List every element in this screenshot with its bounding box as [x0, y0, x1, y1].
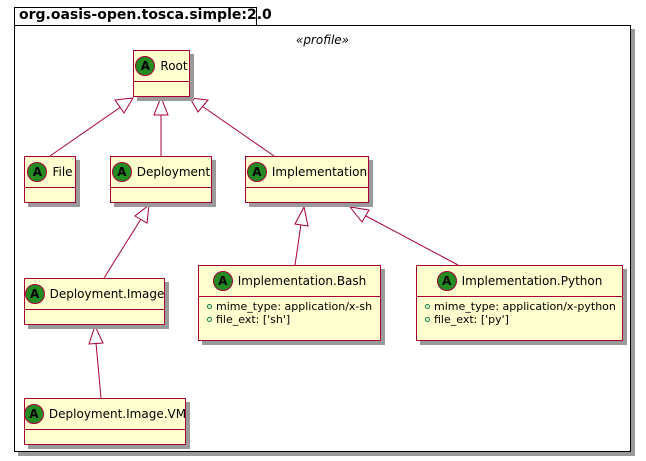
package-shadow	[18, 452, 635, 456]
edge-dvm-dimage	[95, 342, 102, 399]
public-attribute-icon	[207, 317, 212, 322]
class-separator	[25, 188, 75, 196]
package-stereotype: «profile»	[295, 33, 350, 47]
class-header: A Implementation	[246, 157, 368, 188]
class-implementation-bash[interactable]: A Implementation.Bash mime_type: applica…	[198, 265, 381, 341]
abstract-class-badge-icon: A	[23, 404, 44, 424]
abstract-class-badge-icon: A	[135, 56, 156, 76]
public-attribute-icon	[207, 304, 212, 309]
class-header: A Deployment.Image	[24, 279, 165, 310]
abstract-class-badge-icon: A	[24, 284, 45, 304]
package-frame	[14, 25, 631, 452]
class-name: Implementation.Bash	[237, 274, 367, 288]
class-name: Root	[160, 59, 188, 73]
package-tab	[14, 7, 257, 25]
class-header: A Root	[134, 51, 189, 82]
class-implementation[interactable]: A Implementation	[245, 156, 369, 203]
class-name: Deployment	[136, 165, 211, 179]
class-separator	[246, 188, 368, 196]
class-name: File	[52, 165, 73, 179]
public-attribute-icon	[425, 317, 430, 322]
edge-implementation-root	[198, 103, 275, 157]
edge-bash-impl	[294, 223, 302, 266]
class-separator	[134, 82, 189, 90]
edge-file-root	[49, 103, 126, 157]
arrowhead-deployment-root	[153, 95, 169, 116]
attribute-row: file_ext: ['sh']	[207, 313, 380, 326]
class-separator	[25, 310, 164, 318]
class-header: A File	[25, 157, 75, 188]
package-shadow	[631, 29, 635, 456]
edge-dimage-deployment	[103, 218, 142, 279]
arrowhead-bash-impl	[294, 205, 309, 227]
class-name: Deployment.Image.VM	[48, 407, 187, 421]
class-file[interactable]: A File	[24, 156, 76, 203]
class-name: Deployment.Image	[49, 287, 165, 301]
class-separator	[25, 430, 185, 438]
arrowhead-file-root	[114, 97, 134, 114]
attribute-text: mime_type: application/x-sh	[216, 300, 373, 313]
attribute-row: mime_type: application/x-sh	[207, 300, 380, 313]
class-deployment-image[interactable]: A Deployment.Image	[24, 278, 165, 325]
arrowhead-implementation-root	[189, 97, 209, 113]
class-header: A Implementation.Python	[417, 266, 622, 297]
class-separator	[111, 188, 211, 196]
class-name: Implementation	[271, 165, 368, 179]
package-title: org.oasis-open.tosca.simple:2.0	[19, 7, 272, 23]
attribute-list: mime_type: application/x-sh file_ext: ['…	[199, 297, 380, 326]
abstract-class-badge-icon: A	[212, 271, 233, 291]
class-implementation-python[interactable]: A Implementation.Python mime_type: appli…	[416, 265, 623, 341]
class-header: A Deployment.Image.VM	[23, 399, 187, 430]
attribute-row: file_ext: ['py']	[425, 313, 622, 326]
attribute-text: file_ext: ['py']	[434, 313, 509, 326]
class-header: A Deployment	[111, 157, 211, 188]
class-header: A Implementation.Bash	[199, 266, 380, 297]
attribute-row: mime_type: application/x-python	[425, 300, 622, 313]
class-name: Implementation.Python	[461, 274, 603, 288]
arrowhead-dvm-dimage	[88, 324, 104, 345]
class-root[interactable]: A Root	[133, 50, 190, 97]
abstract-class-badge-icon: A	[111, 162, 132, 182]
attribute-text: mime_type: application/x-python	[434, 300, 616, 313]
arrowhead-python-impl	[348, 206, 370, 223]
public-attribute-icon	[425, 304, 430, 309]
abstract-class-badge-icon: A	[27, 162, 48, 182]
attribute-list: mime_type: application/x-python file_ext…	[417, 297, 622, 326]
class-deployment[interactable]: A Deployment	[110, 156, 212, 203]
class-deployment-image-vm[interactable]: A Deployment.Image.VM	[23, 398, 187, 445]
abstract-class-badge-icon: A	[246, 162, 267, 182]
arrowhead-dimage-deployment	[134, 203, 150, 224]
abstract-class-badge-icon: A	[436, 271, 457, 291]
attribute-text: file_ext: ['sh']	[216, 313, 291, 326]
edge-python-impl	[365, 215, 459, 266]
